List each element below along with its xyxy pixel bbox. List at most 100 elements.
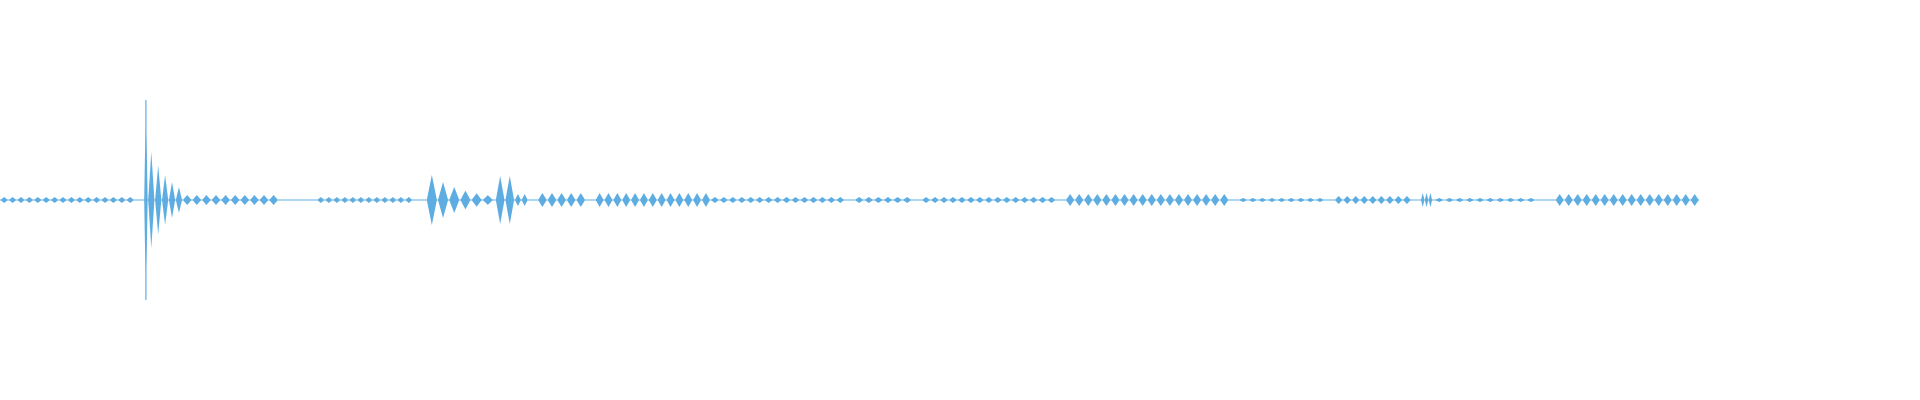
waveform-pulse	[1627, 194, 1636, 206]
waveform-pulse	[893, 197, 902, 203]
waveform-pulse	[864, 197, 874, 203]
waveform-pulse	[557, 193, 566, 207]
waveform-pulse	[666, 193, 675, 207]
waveform-pulse	[381, 197, 389, 203]
waveform-pulse	[34, 197, 42, 203]
waveform-pulse	[791, 197, 800, 203]
waveform-pulse	[92, 197, 101, 203]
waveform-pulse	[50, 197, 59, 203]
waveform-pulse	[101, 197, 109, 203]
waveform-pulse	[538, 193, 547, 207]
waveform-pulse	[482, 195, 493, 205]
waveform-pulse	[1156, 194, 1165, 206]
waveform-pulse	[1526, 198, 1536, 202]
waveform-pulse	[521, 194, 528, 206]
waveform-pulse	[547, 193, 557, 207]
waveform-pulse	[0, 197, 8, 203]
waveform-pulse	[426, 175, 437, 225]
waveform-pulse	[1420, 193, 1425, 207]
waveform-pulse	[902, 197, 912, 203]
waveform-pulse	[622, 193, 631, 207]
waveform-pulse	[948, 197, 957, 203]
waveform-pulse	[1029, 197, 1038, 203]
waveform-pulse	[1220, 194, 1229, 206]
waveform-pulses	[0, 100, 1699, 300]
waveform-pulse	[269, 195, 278, 205]
waveform-pulse	[1618, 194, 1627, 206]
waveform-pulse	[1038, 197, 1047, 203]
waveform-pulse	[782, 197, 791, 203]
waveform-pulse	[175, 187, 183, 213]
waveform-pulse	[1368, 196, 1377, 204]
waveform-pulse	[566, 193, 576, 207]
waveform-pulse	[76, 197, 84, 203]
waveform-pulse	[854, 197, 864, 203]
waveform-pulse	[1084, 194, 1093, 206]
waveform-pulse	[230, 195, 240, 205]
waveform-pulse	[155, 165, 162, 235]
waveform-pulse	[764, 197, 773, 203]
waveform-pulse	[836, 197, 845, 203]
waveform-pulse	[1129, 194, 1138, 206]
waveform-pulse	[1066, 194, 1075, 206]
waveform-pulse	[162, 175, 169, 225]
waveform-pulse	[827, 197, 836, 203]
waveform-pulse	[800, 197, 809, 203]
waveform-pulse	[818, 197, 827, 203]
waveform-pulse	[460, 190, 471, 210]
waveform-pulse	[1672, 194, 1681, 206]
waveform-pulse	[922, 197, 931, 203]
waveform-pulse	[317, 197, 325, 203]
waveform-pulse	[1455, 198, 1465, 202]
waveform-pulse	[449, 187, 460, 213]
waveform-pulse	[728, 197, 737, 203]
waveform-pulse	[975, 197, 984, 203]
waveform-pulse	[883, 197, 893, 203]
waveform-pulse	[1138, 194, 1147, 206]
waveform-pulse	[693, 193, 702, 207]
waveform-pulse	[1002, 197, 1011, 203]
waveform-pulse	[701, 193, 710, 207]
waveform-pulse	[202, 195, 211, 205]
waveform-pulse	[67, 197, 76, 203]
waveform-pulse	[773, 197, 782, 203]
waveform-pulse	[1600, 194, 1609, 206]
waveform-pulse	[1351, 196, 1360, 204]
waveform-pulse	[333, 197, 341, 203]
waveform-pulse	[25, 197, 34, 203]
waveform-pulse	[1258, 198, 1267, 202]
waveform-pulse	[1286, 198, 1296, 202]
waveform-pulse	[939, 197, 949, 203]
waveform-pulse	[1267, 198, 1277, 202]
waveform-pulse	[675, 193, 684, 207]
waveform-pulse	[1315, 198, 1325, 202]
waveform-pulse	[405, 197, 413, 203]
waveform-pulse	[613, 193, 622, 207]
waveform-pulse	[1277, 198, 1286, 202]
waveform-pulse	[126, 197, 134, 203]
waveform-pulse	[1495, 198, 1505, 202]
waveform-pulse	[1296, 198, 1306, 202]
waveform-pulse	[1609, 194, 1618, 206]
waveform-pulse	[505, 176, 515, 224]
waveform-pulse	[576, 193, 586, 207]
waveform-pulse	[1360, 196, 1369, 204]
waveform-pulse	[1434, 198, 1444, 202]
waveform-pulse	[1377, 196, 1386, 204]
waveform-pulse	[595, 193, 604, 207]
waveform-pulse	[1485, 198, 1495, 202]
waveform-pulse	[657, 193, 666, 207]
waveform-pulse	[684, 193, 693, 207]
waveform-pulse	[1573, 194, 1582, 206]
waveform-pulse	[84, 197, 92, 203]
waveform-pulse	[957, 197, 966, 203]
waveform-pulse	[1334, 196, 1343, 204]
waveform-pulse	[1424, 193, 1429, 207]
waveform-pulse	[1386, 196, 1394, 204]
waveform-pulse	[648, 193, 657, 207]
waveform-pulse	[604, 193, 613, 207]
waveform-pulse	[59, 197, 67, 203]
waveform-pulse	[1102, 194, 1111, 206]
